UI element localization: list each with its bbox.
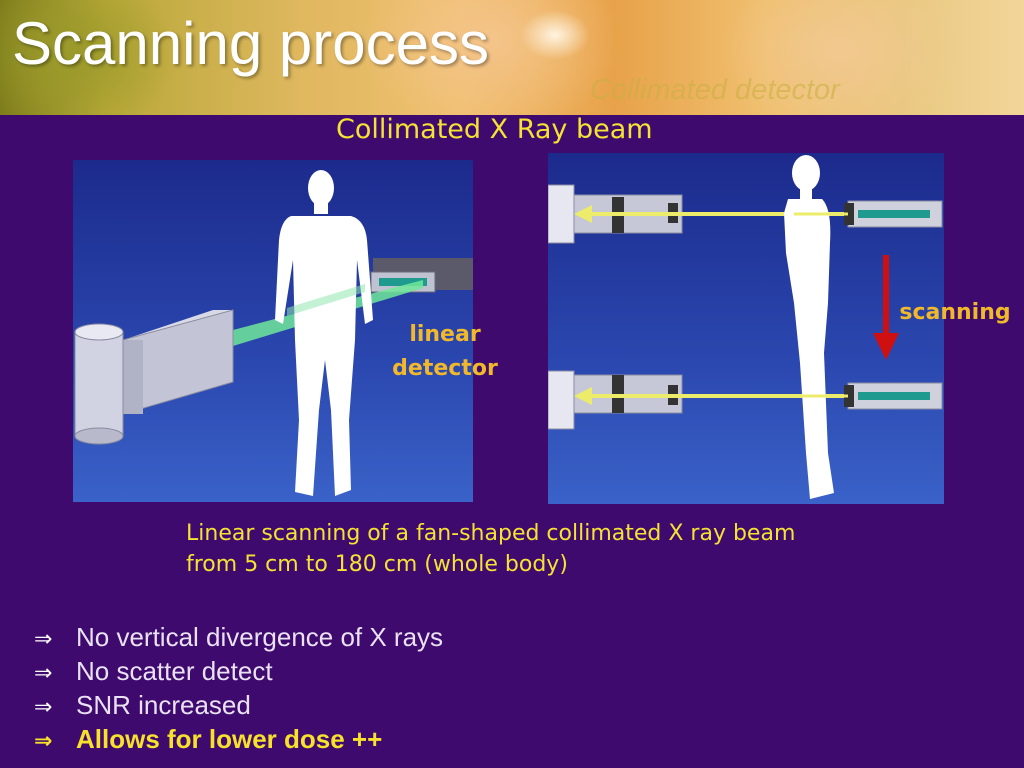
lower-scan-position <box>548 370 943 430</box>
bullet-item-highlight: ⇒Allows for lower dose ++ <box>34 722 443 756</box>
bullet-item: ⇒No vertical divergence of X rays <box>34 620 443 654</box>
person-profile-silhouette <box>784 155 834 499</box>
figure-caption: Linear scanning of a fan-shaped collimat… <box>186 521 796 577</box>
faint-heading: Collimated detector <box>590 74 840 106</box>
bullet-item: ⇒SNR increased <box>34 688 443 722</box>
side-view-diagram <box>548 155 943 499</box>
implies-arrow-icon: ⇒ <box>34 729 53 754</box>
upper-scan-position <box>548 184 943 244</box>
scan-direction-arrow-icon <box>873 255 899 360</box>
linear-detector-label: linear detector <box>392 322 498 381</box>
implies-arrow-icon: ⇒ <box>34 695 53 720</box>
person-silhouette <box>275 170 373 496</box>
header-banner: Scanning process Collimated detector <box>0 0 1024 115</box>
implies-arrow-icon: ⇒ <box>34 661 53 686</box>
fan-beam-diagram <box>74 170 473 496</box>
fan-beam-illustration <box>73 160 473 502</box>
subtitle: Collimated X Ray beam <box>336 114 653 145</box>
bullet-item: ⇒No scatter detect <box>34 654 443 688</box>
slide-title: Scanning process <box>12 10 489 77</box>
side-view-illustration <box>548 153 944 504</box>
linear-detector-strip <box>379 278 427 286</box>
implies-arrow-icon: ⇒ <box>34 627 53 652</box>
bullet-list: ⇒No vertical divergence of X rays ⇒No sc… <box>34 620 443 756</box>
scanning-label: scanning <box>899 300 1011 325</box>
